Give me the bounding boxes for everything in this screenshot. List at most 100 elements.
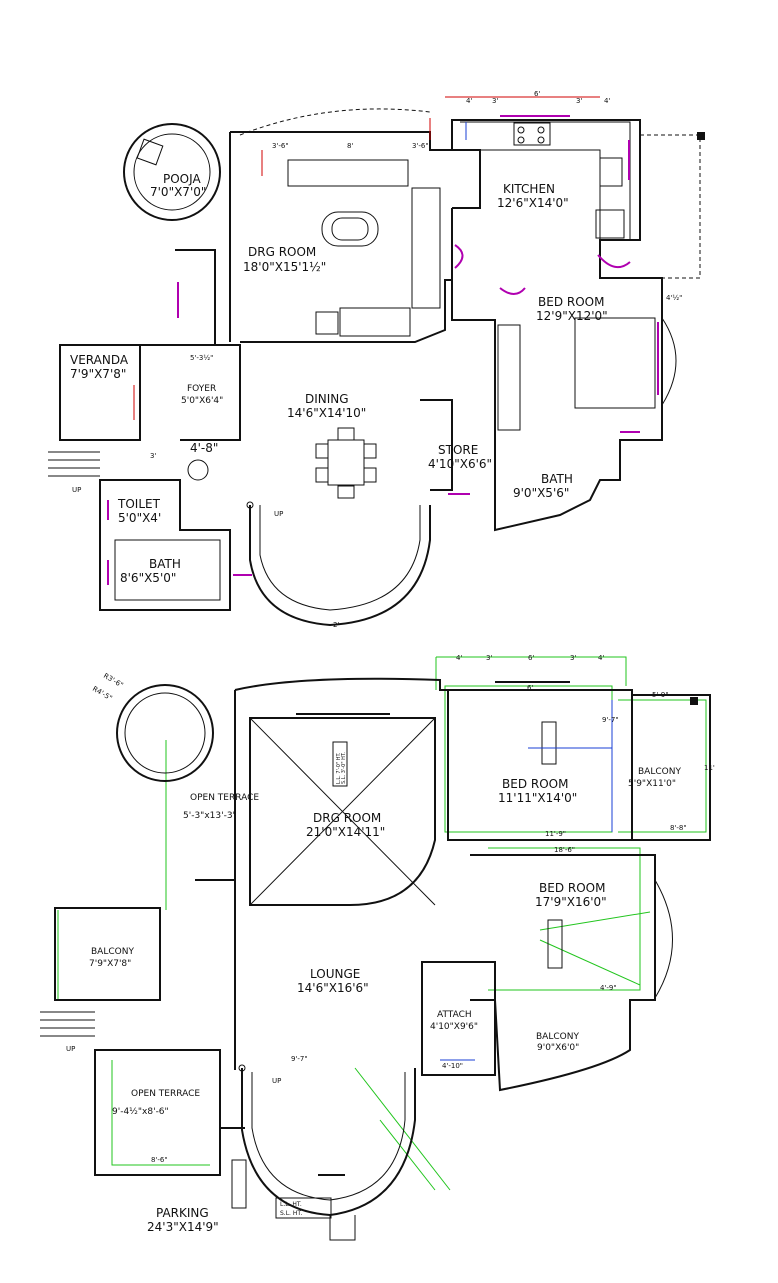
- level-note-box: [541, 721, 557, 765]
- ground-floor-plan: [48, 96, 705, 627]
- pooja-altar-icon: [136, 138, 164, 166]
- dimension-label: 8': [347, 142, 353, 150]
- room-size: 4'10"X6'6": [428, 457, 492, 471]
- room-size: 9'0"X6'0": [537, 1043, 579, 1053]
- level-note-box: [231, 1159, 247, 1209]
- dimension-label: 2': [333, 621, 339, 629]
- dimension-label: 3'-6": [272, 142, 289, 150]
- room-name: DINING: [305, 392, 349, 406]
- room-size: 4'10"X9'6": [430, 1022, 478, 1032]
- room-name: BED ROOM: [538, 295, 604, 309]
- level-note: S.L. 3'-0" HT.: [341, 752, 347, 784]
- room-size: 5'-3"x13'-3": [183, 811, 237, 821]
- dimension-label: 3': [492, 97, 498, 105]
- dimension-label: 4': [598, 654, 604, 662]
- room-size: 7'9"X7'8": [70, 367, 126, 381]
- level-note-box: [547, 919, 563, 969]
- dimension-label: 4'-10": [442, 1062, 463, 1070]
- first-floor-labels: DRG ROOM 21'0"X14'11" BED ROOM 11'11"X14…: [66, 654, 715, 1234]
- room-name: BALCONY: [638, 767, 681, 777]
- room-name: FOYER: [187, 384, 216, 394]
- dimension-label: R4'-5": [91, 685, 114, 703]
- dimension-label: 18'-6": [554, 846, 575, 854]
- dimension-label: 4'½": [666, 294, 682, 302]
- sofa-icon: [287, 159, 409, 187]
- up-label: UP: [274, 510, 283, 518]
- room-name: DRG ROOM: [313, 811, 381, 825]
- room-name: STORE: [438, 443, 478, 457]
- level-note-box: [275, 1197, 332, 1219]
- ground-main-walls: [230, 119, 663, 532]
- room-name: POOJA: [163, 172, 201, 186]
- room-size: 14'6"X16'6": [297, 981, 369, 995]
- up-label: UP: [72, 486, 81, 494]
- level-note: L.L. 7'-0" HT.: [336, 752, 342, 784]
- room-size: 7'9"X7'8": [89, 959, 131, 969]
- ground-floor-labels: POOJA 7'0"X7'0" KITCHEN 12'6"X14'0" DRG …: [70, 90, 682, 629]
- up-label: UP: [66, 1045, 75, 1053]
- room-name: VERANDA: [70, 353, 129, 367]
- room-size: 18'0"X15'1½": [243, 260, 326, 274]
- dimension-label: 3': [486, 654, 492, 662]
- room-size: 14'6"X14'10": [287, 406, 366, 420]
- room-size: 9'-4½"x8'-6": [112, 1107, 169, 1117]
- room-name: BED ROOM: [502, 777, 568, 791]
- bed-icon: [574, 317, 656, 409]
- room-name: KITCHEN: [503, 182, 555, 196]
- ground-staircase: [249, 505, 431, 627]
- room-name: BATH: [149, 557, 181, 571]
- dimension-label: 6': [528, 654, 534, 662]
- room-name: ATTACH: [437, 1010, 472, 1020]
- dimension-label: 5'-9": [652, 691, 669, 699]
- up-label: UP: [272, 1077, 281, 1085]
- dimension-label: 3': [150, 452, 156, 460]
- dimension-label: 4': [604, 97, 610, 105]
- room-size: 12'6"X14'0": [497, 196, 569, 210]
- level-note: L.L. HT.: [280, 1201, 302, 1208]
- room-size: 24'3"X14'9": [147, 1220, 219, 1234]
- level-note-box: [332, 741, 348, 787]
- first-floor-round-terrace: [116, 684, 214, 782]
- room-size: 9'0"X5'6": [513, 486, 569, 500]
- room-size: 5'0"X4': [118, 511, 161, 525]
- room-name: PARKING: [156, 1206, 209, 1220]
- room-size: 17'9"X16'0": [535, 895, 607, 909]
- room-name: BED ROOM: [539, 881, 605, 895]
- room-size: 11'11"X14'0": [498, 791, 577, 805]
- room-name: LOUNGE: [310, 967, 360, 981]
- room-size: 7'0"X7'0": [150, 185, 206, 199]
- room-name: TOILET: [117, 497, 161, 511]
- dimension-label: 4'-9": [600, 984, 617, 992]
- dimension-label: 11'-9": [545, 830, 566, 838]
- dimension-label: 4'-8": [190, 441, 218, 455]
- room-name: DRG ROOM: [248, 245, 316, 259]
- dimension-label: 9'-7": [602, 716, 619, 724]
- dimension-label: 6': [527, 684, 533, 692]
- room-size: 5'9"X11'0": [628, 779, 676, 789]
- dimension-label: 11': [704, 764, 715, 772]
- dining-table-icon: [327, 439, 365, 486]
- room-size: 8'6"X5'0": [120, 571, 176, 585]
- dimension-label: 6': [534, 90, 540, 98]
- level-note: S.L. HT.: [280, 1210, 302, 1217]
- dimension-label: 9'-7": [291, 1055, 308, 1063]
- room-name: BALCONY: [91, 947, 134, 957]
- washbasin-icon: [187, 459, 209, 481]
- dimension-label: R3'-6": [102, 672, 125, 690]
- room-name: OPEN TERRACE: [131, 1089, 200, 1099]
- dimension-label: 8'-8": [670, 824, 687, 832]
- dimension-label: 8'-6": [151, 1156, 168, 1164]
- pooja-room-outline: [123, 123, 221, 221]
- room-name: OPEN TERRACE: [190, 793, 259, 803]
- dimension-label: 3': [576, 97, 582, 105]
- first-floor-plan: [40, 656, 711, 1241]
- drg-room-outline: [249, 717, 436, 906]
- room-name: BALCONY: [536, 1032, 579, 1042]
- room-size: 12'9"X12'0": [536, 309, 608, 323]
- first-floor-staircase: [241, 1068, 416, 1217]
- dimension-label: 5'-3½": [190, 354, 213, 362]
- room-size: 5'0"X6'4": [181, 396, 223, 406]
- room-name: BATH: [541, 472, 573, 486]
- dimension-label: 4': [456, 654, 462, 662]
